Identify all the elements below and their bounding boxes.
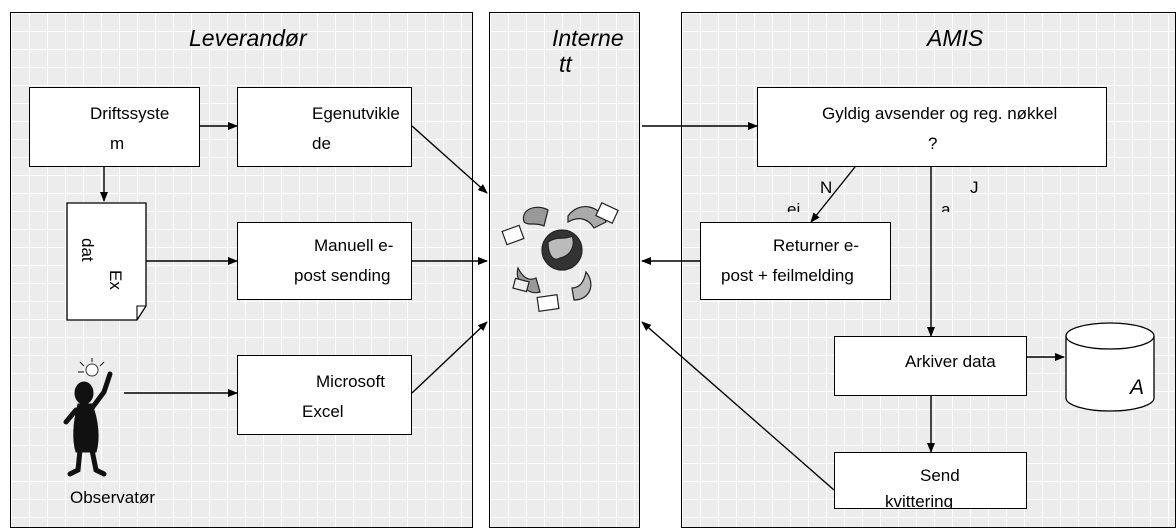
lane-title-leverandor: Leverandør	[189, 25, 307, 51]
node-manuell-line1: Manuell e-	[314, 236, 394, 255]
node-returner-line1: Returner e-	[773, 236, 859, 255]
node-egenutviklede-line1: Egenutvikle	[312, 104, 400, 123]
node-egenutviklede: Egenutvikle de	[237, 87, 412, 167]
lane-title-internett-line1: Interne	[552, 25, 624, 51]
edge-label-yes-line2: a	[941, 200, 951, 212]
node-send-kvittering: Send kvittering	[834, 452, 1027, 509]
node-egenutviklede-line2: de	[312, 134, 331, 153]
node-arkiver-label: Arkiver data	[905, 352, 996, 371]
edge-label-no-line2: ei	[787, 200, 801, 212]
database-label: A	[1130, 376, 1145, 399]
node-manuell-line2: post sending	[294, 266, 391, 285]
node-gyldig-avsender: Gyldig avsender og reg. nøkkel ?	[757, 87, 1107, 167]
node-driftssystem-line2: m	[110, 134, 125, 153]
observator-label: Observatør	[70, 488, 156, 507]
node-send-line2: kvittering	[885, 492, 954, 509]
arrow-excel-to-internet	[411, 321, 488, 394]
node-send-line1: Send	[920, 466, 960, 485]
lane-title-internett-line2: tt	[559, 51, 572, 77]
edge-label-yes-line1: J	[970, 178, 979, 197]
node-driftssystem-line1: Driftssyste	[90, 104, 170, 123]
node-ex-dat-line1: Ex	[106, 270, 125, 290]
node-gyldig-line2: ?	[928, 134, 938, 153]
arrow-send-to-internet	[641, 321, 835, 491]
node-returner-epost: Returner e- post + feilmelding	[700, 222, 891, 300]
lane-title-amis: AMIS	[927, 25, 984, 51]
node-excel-line1: Microsoft	[316, 372, 385, 391]
node-ex-dat-line2: dat	[78, 238, 97, 262]
node-manuell-epost: Manuell e- post sending	[237, 222, 412, 300]
arrow-egen-to-internet	[411, 125, 488, 194]
edge-label-no-line1: N	[820, 178, 833, 197]
node-gyldig-line1: Gyldig avsender og reg. nøkkel	[822, 104, 1058, 123]
node-arkiver-data: Arkiver data	[834, 336, 1027, 396]
node-returner-line2: post + feilmelding	[721, 266, 854, 285]
node-excel-line2: Excel	[302, 402, 344, 421]
arrow-gyldig-to-returner	[810, 166, 856, 223]
node-microsoft-excel: Microsoft Excel	[237, 355, 412, 435]
node-driftssystem: Driftssyste m	[29, 87, 200, 167]
